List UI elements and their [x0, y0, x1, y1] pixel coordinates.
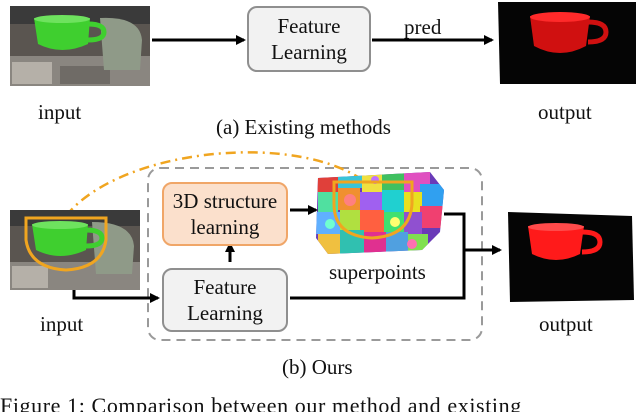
- arrow-merge-to-output: [444, 212, 502, 255]
- caption-b: (b) Ours: [282, 355, 353, 379]
- caption-a: (a) Existing methods: [216, 115, 391, 139]
- output-label-a: output: [538, 100, 592, 124]
- output-label-b: output: [539, 312, 593, 336]
- pred-label: pred: [404, 15, 442, 39]
- output-image-b: [508, 212, 634, 302]
- line-feature-to-merge: [290, 250, 466, 300]
- feature-learning-b-line1: Feature: [193, 275, 257, 299]
- figure-caption: Figure 1: Comparison between our method …: [0, 393, 522, 412]
- ours-pipeline-container: [147, 167, 483, 341]
- output-image-a: [498, 2, 636, 84]
- feature-learning-box-b: Feature Learning: [162, 268, 288, 332]
- input-image-a: [10, 6, 150, 86]
- arrow-input-to-feature-b: [72, 290, 160, 303]
- cup-shape-a: [34, 18, 90, 50]
- feature-learning-a-line1: Feature: [277, 14, 341, 38]
- superpoints-highlight-outline: [332, 180, 414, 240]
- input-image-b: [10, 210, 140, 290]
- feature-learning-b-line2: Learning: [187, 301, 263, 325]
- correspondence-arc: [65, 151, 369, 217]
- structure-learning-line1: 3D structure: [172, 189, 278, 213]
- structure-learning-line2: learning: [190, 215, 260, 239]
- superpoints-image: [316, 172, 444, 254]
- input-highlight-outline: [24, 216, 108, 272]
- input-label-a: input: [38, 100, 82, 124]
- structure-learning-box: 3D structure learning: [162, 182, 288, 246]
- feature-learning-a-line2: Learning: [271, 40, 347, 64]
- superpoints-label: superpoints: [329, 260, 426, 284]
- feature-learning-box-a: Feature Learning: [247, 6, 371, 72]
- input-label-b: input: [40, 312, 84, 336]
